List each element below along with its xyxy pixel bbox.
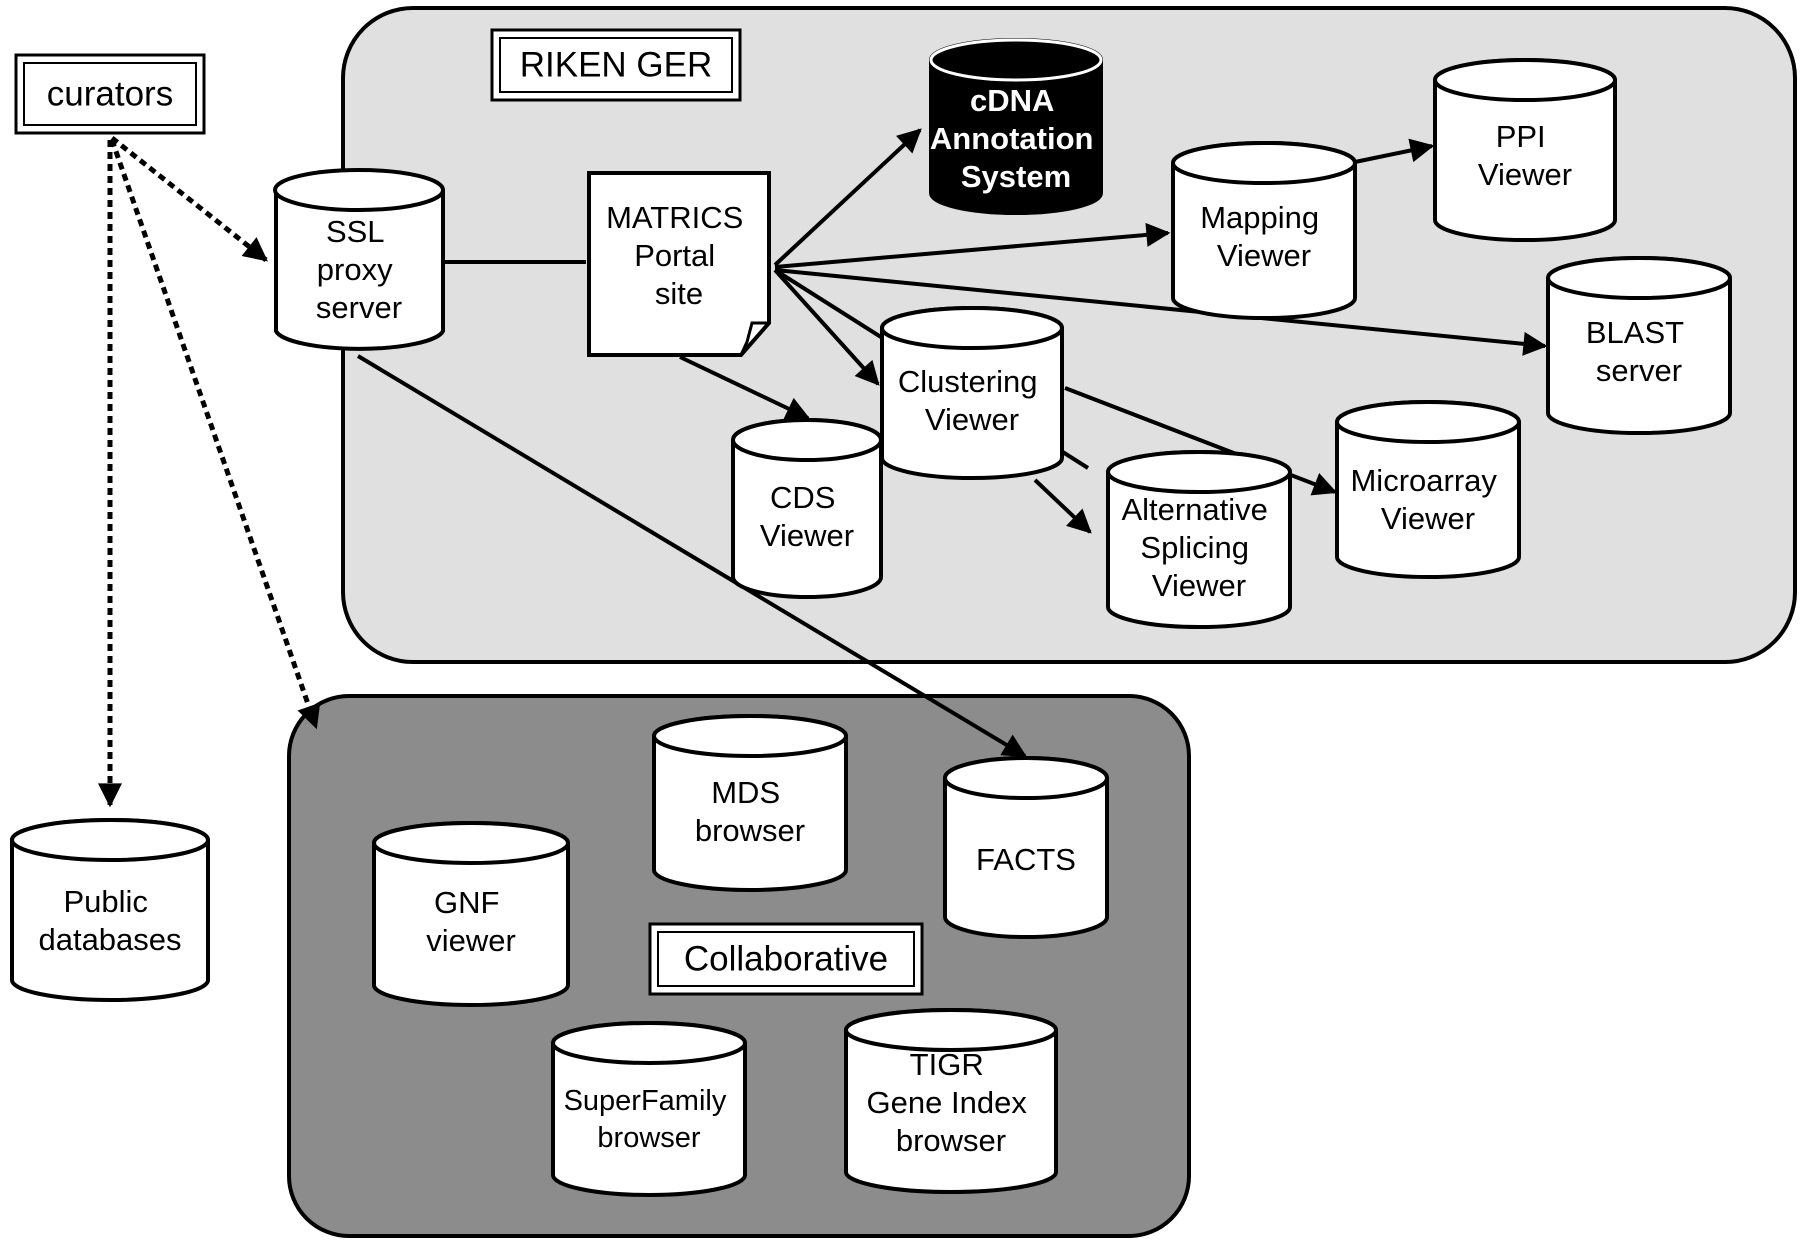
collaborative-title: Collaborative <box>648 922 924 996</box>
alternative-splicing-label: Alternative Splicing Viewer <box>1121 492 1276 603</box>
riken-ger-title-text: RIKEN GER <box>520 46 713 85</box>
cdna-annotation-label: cDNA Annotation System <box>930 83 1102 194</box>
microarray-viewer: Microarray Viewer <box>1335 400 1521 579</box>
collaborative-title-text: Collaborative <box>684 940 888 979</box>
alternative-splicing-viewer: Alternative Splicing Viewer <box>1106 450 1292 629</box>
mapping-viewer-label: Mapping Viewer <box>1200 200 1328 273</box>
blast-server: BLAST server <box>1546 256 1732 435</box>
edge-curators-to-collaborative <box>109 139 321 730</box>
edge-matrics-to-clustering <box>773 268 880 386</box>
clustering-viewer: Clustering Viewer <box>880 306 1064 480</box>
mds-browser: MDS browser <box>652 714 848 892</box>
edge-matrics-to-cdna <box>773 128 922 267</box>
cdna-annotation-system: cDNA Annotation System <box>929 38 1103 215</box>
edge-ssl-to-facts <box>356 354 1028 758</box>
gnf-viewer-label: GNF viewer <box>426 885 516 958</box>
curators-box: curators <box>14 53 206 135</box>
matrics-portal-label: MATRICS Portal site <box>606 200 752 311</box>
blast-server-label: BLAST server <box>1586 315 1692 388</box>
tigr-gene-index-label: TIGR Gene Index browser <box>867 1047 1036 1158</box>
curator-connectors <box>98 136 321 808</box>
riken-ger-title: RIKEN GER <box>490 28 742 102</box>
superfamily-browser-label: SuperFamily browser <box>564 1085 735 1154</box>
tigr-gene-index-browser: TIGR Gene Index browser <box>844 1008 1058 1194</box>
edge-clustering-to-alternative-splicing <box>1033 478 1092 534</box>
edge-matrics-to-mapping <box>774 222 1171 269</box>
cds-viewer: CDS Viewer <box>731 418 883 599</box>
gnf-viewer: GNF viewer <box>372 821 570 1007</box>
cds-viewer-label: CDS Viewer <box>760 480 854 553</box>
mds-browser-label: MDS browser <box>695 775 805 848</box>
clustering-viewer-label: Clustering Viewer <box>898 364 1046 437</box>
matrics-portal-site: MATRICS Portal site <box>587 171 771 357</box>
ssl-proxy-server-label: SSL proxy server <box>316 214 402 325</box>
edge-curators-to-ssl <box>110 136 268 262</box>
ppi-viewer-label: PPI Viewer <box>1478 119 1572 192</box>
edge-matrics-to-blast <box>774 268 1548 356</box>
superfamily-browser: SuperFamily browser <box>551 1021 747 1197</box>
mapping-viewer: Mapping Viewer <box>1171 141 1357 320</box>
curators-label: curators <box>47 75 173 114</box>
edge-mapping-to-ppi <box>1354 138 1435 164</box>
edge-matrics-to-cds <box>679 355 811 420</box>
microarray-viewer-label: Microarray Viewer <box>1350 463 1505 536</box>
ppi-viewer: PPI Viewer <box>1433 58 1617 242</box>
public-databases-label: Public databases <box>38 884 181 957</box>
ssl-proxy-server: SSL proxy server <box>273 168 445 351</box>
facts: FACTS <box>943 756 1109 939</box>
public-databases: Public databases <box>10 818 210 1002</box>
facts-label: FACTS <box>976 842 1076 877</box>
